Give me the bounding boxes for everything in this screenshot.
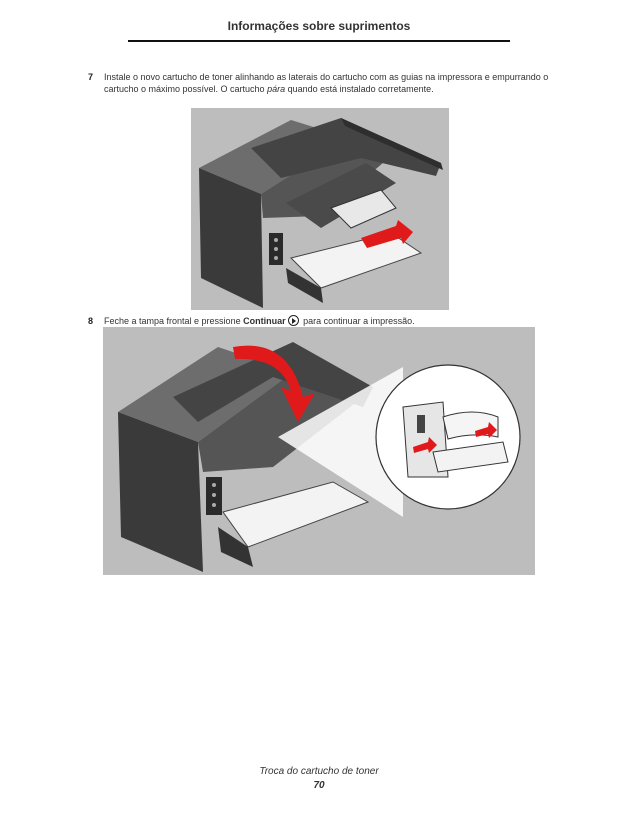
step-7-line2b: quando está instalado corretamente. (285, 84, 434, 94)
step-8-text: Feche a tampa frontal e pressione Contin… (104, 315, 574, 327)
step-8-number: 8 (88, 316, 94, 326)
footer-section-title: Troca do cartucho de toner (259, 766, 379, 777)
page-header-title: Informações sobre suprimentos (227, 19, 411, 33)
step-7-line2a: cartucho o máximo possível. O cartucho (104, 84, 268, 94)
header-rule (128, 40, 510, 42)
step-8-text-b: para continuar a impressão. (300, 316, 415, 326)
continue-button-icon (287, 315, 299, 326)
step-8-illustration (103, 327, 535, 575)
continue-label: Continuar (243, 316, 286, 326)
step-7-illustration (191, 108, 449, 310)
step-7-line1: Instale o novo cartucho de toner alinhan… (104, 72, 549, 82)
step-8-text-a: Feche a tampa frontal e pressione (104, 316, 244, 326)
step-7-text: Instale o novo cartucho de toner alinhan… (104, 71, 574, 95)
step-7-emphasis: pára (267, 84, 286, 94)
footer-page-number: 70 (313, 780, 325, 791)
step-7-number: 7 (88, 72, 94, 82)
